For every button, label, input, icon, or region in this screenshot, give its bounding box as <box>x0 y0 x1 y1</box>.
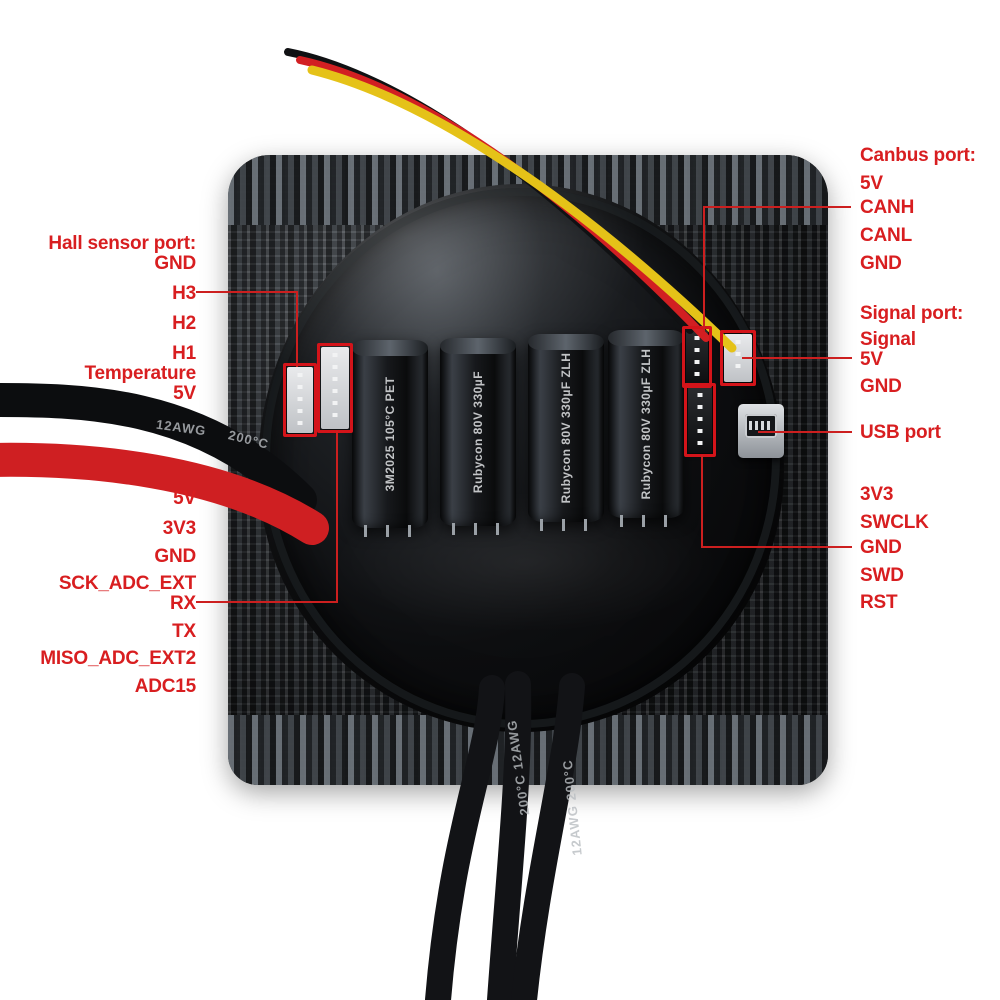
uart-pin-5v: 5V <box>173 488 196 509</box>
hall-sensor-connector <box>287 367 313 433</box>
leader-line-swd-h <box>701 546 852 548</box>
swd-pin-gnd: GND <box>860 537 902 558</box>
usb-socket-opening <box>745 414 777 438</box>
leader-line-hall-h <box>196 291 298 293</box>
canbus-pin-5v: 5V <box>860 173 883 194</box>
usb-port-title: USB port <box>860 422 941 443</box>
connector-pins <box>332 353 338 423</box>
uart-pin-3v3: 3V3 <box>162 518 196 539</box>
connector-pins <box>697 393 703 447</box>
capacitor-legs <box>620 515 672 527</box>
canbus-pin-gnd: GND <box>860 253 902 274</box>
uart-pin-miso-adc-ext2: MISO_ADC_EXT2 <box>40 648 196 669</box>
signal-wire-yellow <box>307 65 737 353</box>
leader-line-signal <box>742 357 852 359</box>
capacitor-legs <box>364 525 416 537</box>
uart-pin-sck-adc-ext: SCK_ADC_EXT <box>58 573 196 594</box>
phase-wire-c <box>511 673 585 1000</box>
signal-wire-red <box>296 56 710 342</box>
highlight-box-hall-connector <box>283 363 317 437</box>
leader-line-hall-v <box>296 291 298 367</box>
power-wire-black <box>0 383 317 517</box>
capacitor: 3M2025 105°C PET <box>352 340 428 537</box>
uart-pin-rx: RX <box>170 593 196 614</box>
capacitor-legs <box>452 523 504 535</box>
hall-pin-5v: 5V <box>173 383 196 404</box>
capacitor-legs <box>540 519 592 531</box>
leader-line-canbus-h <box>703 206 851 208</box>
phase-wire-b <box>487 671 532 1000</box>
capacitor-top <box>528 334 604 350</box>
phase-wire-a <box>425 675 505 1000</box>
canbus-port-title: Canbus port: <box>860 145 976 166</box>
capacitor-top <box>352 340 428 356</box>
leader-line-canbus-v <box>703 206 705 332</box>
leader-line-swd-v <box>701 455 703 547</box>
highlight-box-swd-connector <box>684 383 716 457</box>
leader-line-uart-v <box>336 431 338 603</box>
capacitor: Rubycon 80V 330µF ZLH <box>528 334 604 531</box>
swd-pin-rst: RST <box>860 592 898 613</box>
swd-pin-swclk: SWCLK <box>860 512 929 533</box>
uart-adc-connector <box>321 347 349 429</box>
hall-pin-gnd: GND <box>154 253 196 274</box>
canbus-pin-canl: CANL <box>860 225 912 246</box>
hall-sensor-port-title: Hall sensor port: <box>48 233 196 254</box>
signal-port-title: Signal port: <box>860 303 964 324</box>
connector-pins <box>735 340 741 376</box>
signal-pin-5v: 5V <box>860 349 883 370</box>
capacitor: Rubycon 80V 330µF <box>440 338 516 535</box>
hall-pin-h1: H1 <box>172 343 196 364</box>
highlight-box-uart-connector <box>317 343 353 433</box>
hall-pin-h2: H2 <box>172 313 196 334</box>
leader-line-usb <box>758 431 852 433</box>
capacitor: Rubycon 80V 330µF ZLH <box>608 330 684 527</box>
signal-wire-black <box>284 48 694 334</box>
swd-connector <box>688 387 712 453</box>
hall-pin-temperature: Temperature <box>84 363 197 384</box>
highlight-box-canbus-connector <box>682 326 712 388</box>
canbus-connector <box>686 330 708 384</box>
connector-pins <box>694 336 700 378</box>
hall-pin-h3: H3 <box>172 283 196 304</box>
uart-pin-tx: TX <box>172 621 196 642</box>
leader-line-uart-h <box>196 601 338 603</box>
swd-pin-3v3: 3V3 <box>860 484 894 505</box>
connector-pins <box>297 373 303 427</box>
capacitor-top <box>440 338 516 354</box>
uart-pin-gnd: GND <box>154 546 196 567</box>
swd-pin-swd: SWD <box>860 565 904 586</box>
capacitor-top <box>608 330 684 346</box>
signal-pin-gnd: GND <box>860 376 902 397</box>
signal-pin-signal: Signal <box>860 329 916 350</box>
uart-pin-adc15: ADC15 <box>134 676 197 697</box>
canbus-pin-canh: CANH <box>860 197 915 218</box>
power-wire-red <box>0 442 329 545</box>
